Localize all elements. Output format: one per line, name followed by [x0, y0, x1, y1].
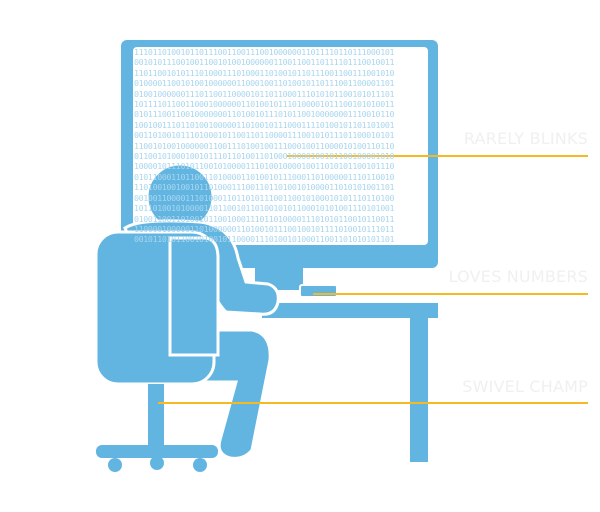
callout-label-rarely-blinks: RARELY BLINKS	[463, 129, 588, 148]
binary-row: 0010011000011101000110110101110011001010…	[134, 192, 395, 203]
screen-binary-text: 1110110100101101110011001110010000001101…	[134, 47, 427, 244]
binary-row: 0101100011011001101000011010010111000110…	[134, 171, 395, 182]
keyboard	[299, 284, 338, 298]
binary-row: 1000010111010110010100001110100100001001…	[134, 161, 395, 172]
chair-post	[148, 384, 164, 446]
binary-row: 0100110011010010110010001110110100001110…	[134, 213, 395, 224]
binary-row: 0100001100101001000000110001001101001011…	[134, 78, 395, 89]
chair-wheel	[108, 458, 122, 472]
desk-top	[262, 303, 438, 318]
binary-row: 1011110110011000100000011010010111010000…	[134, 99, 395, 110]
chair-armrest	[168, 236, 220, 357]
binary-row: 0010110101100101001011000011101001010001…	[134, 234, 395, 244]
binary-row: 0110010100010010111011010011010001000010…	[134, 151, 395, 162]
chair-base	[96, 445, 218, 458]
binary-row: 0010101110010011001010010000001100110011…	[134, 57, 395, 68]
binary-row: 1011010010100001101100101101001010110001…	[134, 203, 395, 214]
binary-row: 0011010010111010001011001101100001110010…	[134, 130, 395, 141]
binary-row: 1100001000001101000000110100101110010010…	[134, 223, 395, 234]
callout-label-swivel-champ: SWIVEL CHAMP	[462, 377, 588, 396]
binary-row: 1110110100101101110011001110010000001101…	[134, 47, 395, 57]
desk-leg	[410, 318, 428, 462]
callout-label-loves-numbers: LOVES NUMBERS	[448, 267, 588, 286]
binary-row: 1101001001001011010001110011011010010100…	[134, 182, 395, 193]
binary-row: 0101110011001000000011010010111010110010…	[134, 109, 395, 120]
chair-wheel	[150, 456, 164, 470]
binary-row: 0100100000011101100110000101101100011101…	[134, 88, 395, 99]
chair-wheel	[193, 458, 207, 472]
binary-row: 1101100101011101000111010001101001011011…	[134, 67, 395, 78]
binary-row: 1100101001000000110011101001001110001001…	[134, 140, 395, 151]
binary-row: 1001001110110100100000110100101110001111…	[134, 119, 395, 130]
